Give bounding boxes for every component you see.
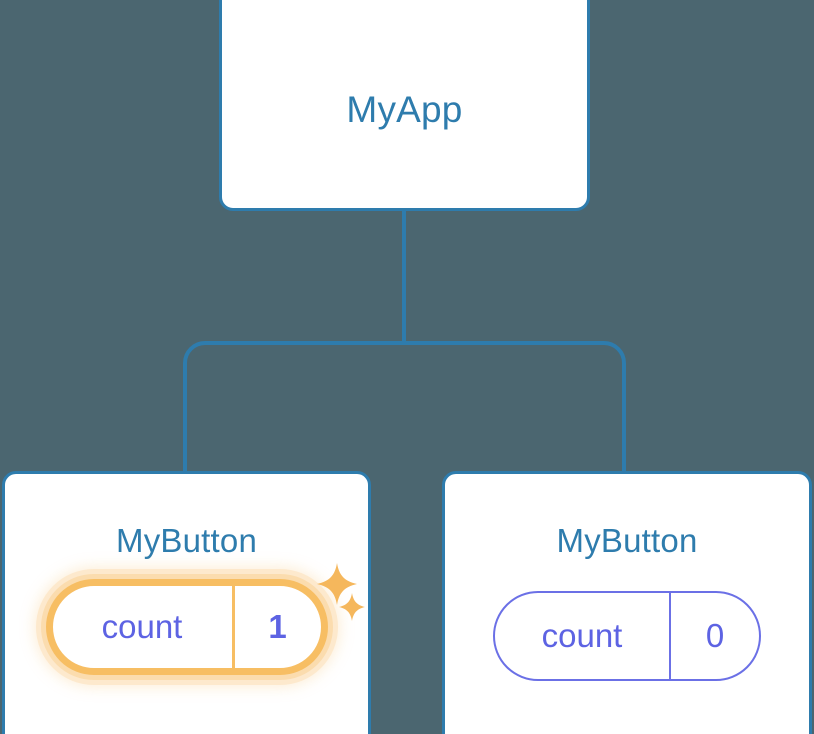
state-pill-idle[interactable]: count 0 [493,591,761,681]
component-node-title: MyButton [116,522,257,559]
state-value-label: 0 [705,617,725,654]
state-pill-container: count 0 [445,591,809,681]
state-pill-highlighted[interactable]: count 1 [45,579,328,675]
state-key-label: count [53,586,235,668]
component-node-myapp[interactable]: MyApp [219,0,590,211]
component-node-title: MyButton [556,522,698,559]
state-key-label: count [495,593,671,679]
state-value-label: 1 [268,608,287,645]
connector-branch-right [404,341,626,471]
component-node-mybutton-right[interactable]: MyButton count 0 [442,471,812,734]
connector-branch-left [183,341,404,471]
component-node-title: MyApp [346,89,463,130]
component-node-mybutton-left[interactable]: MyButton count 1 [2,471,371,734]
state-pill-container: count 1 [5,579,368,675]
